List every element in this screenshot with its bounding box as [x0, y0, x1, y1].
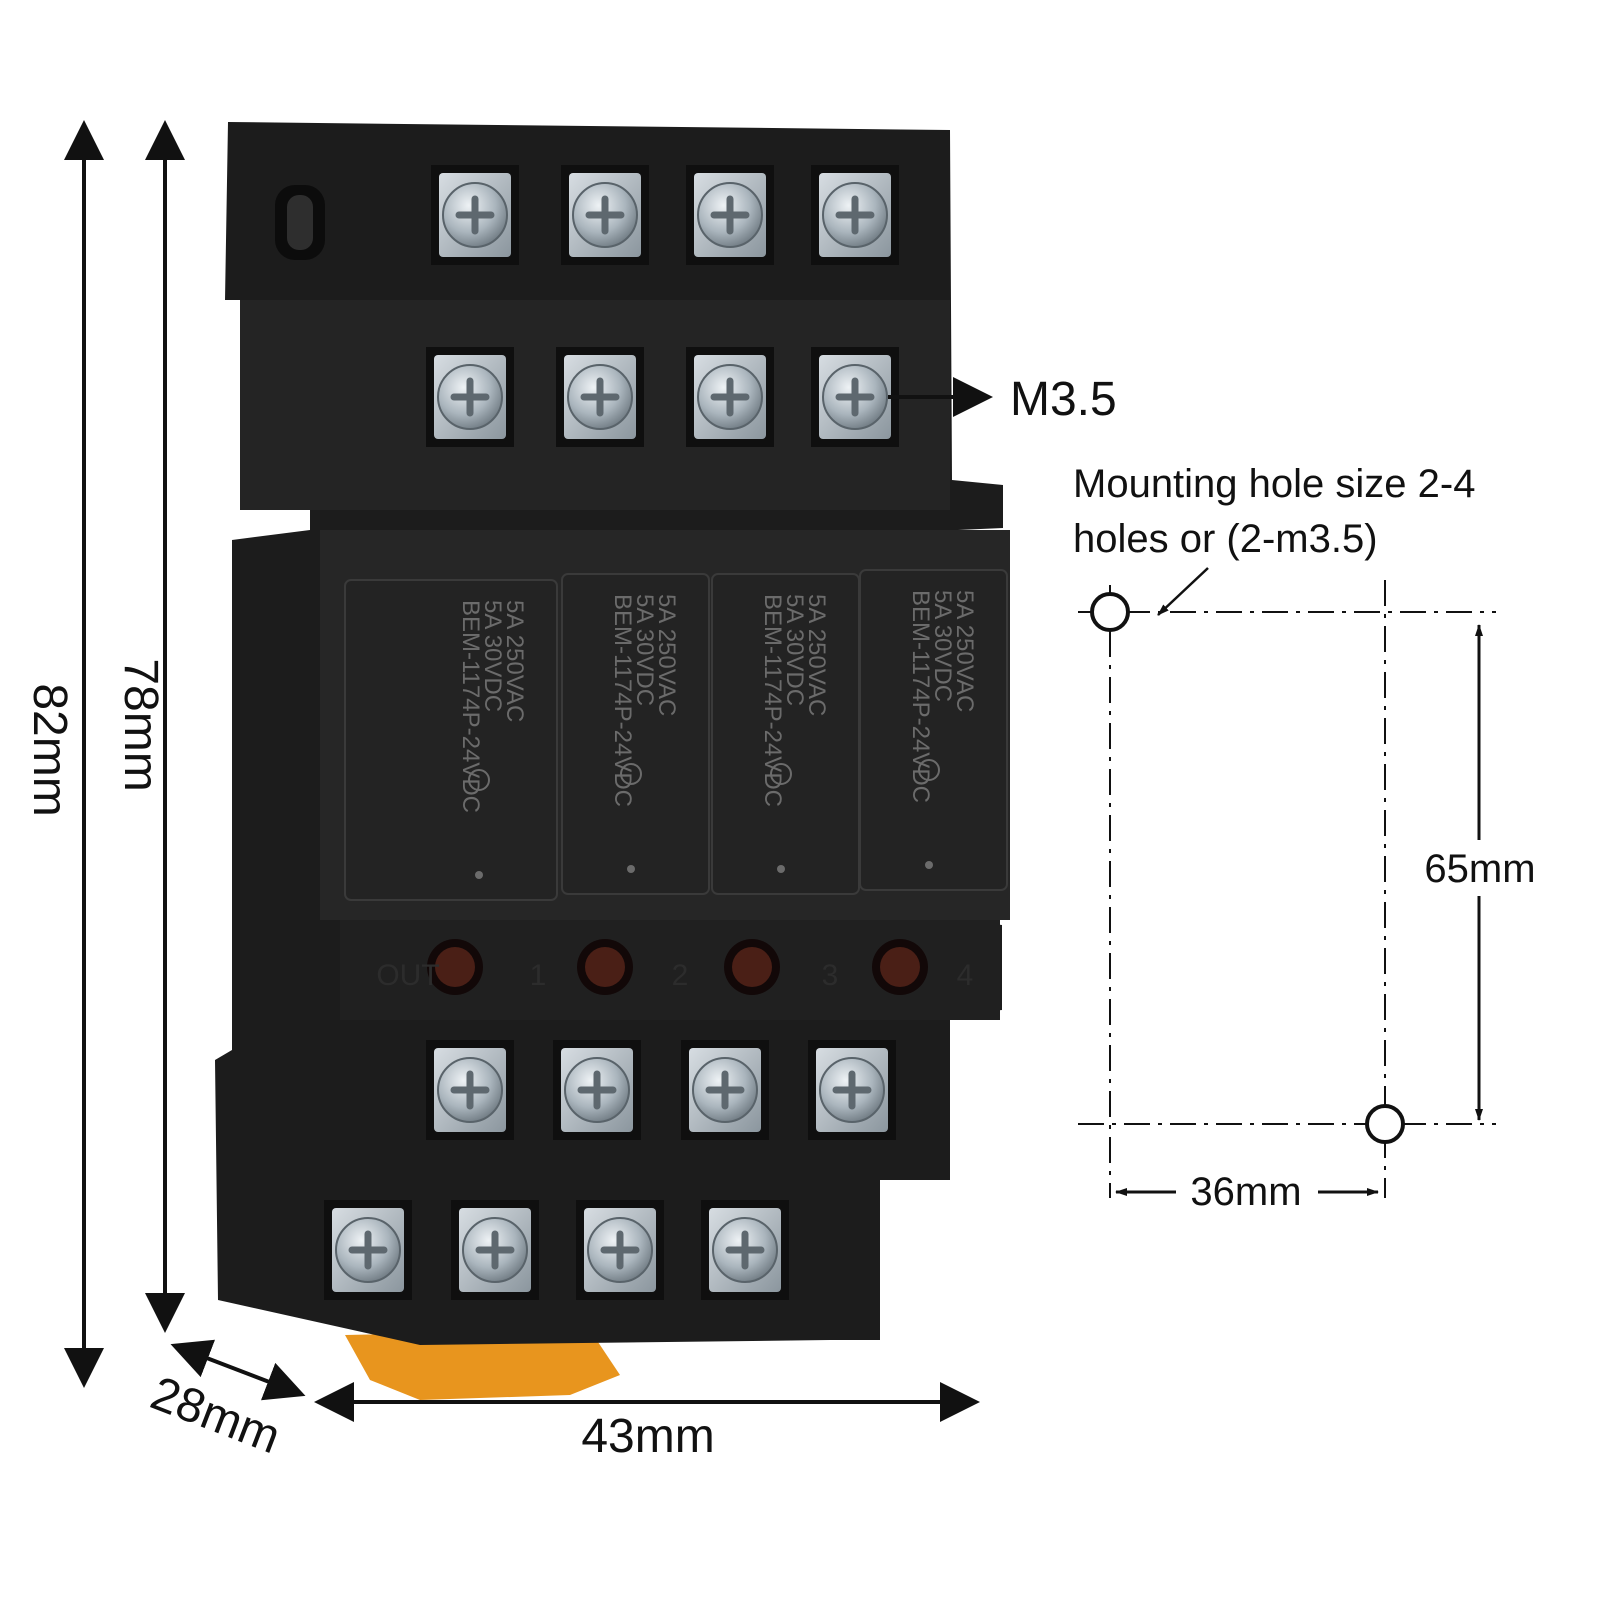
- relay-case: [344, 579, 558, 901]
- relay-coil-symbol-icon: [620, 763, 642, 785]
- relay-print-line-1: 5A 250VAC: [653, 594, 680, 716]
- relay-print-line-3: BEM-1174P-24VDC: [759, 594, 786, 807]
- relay-print-line-3: BEM-1174P-24VDC: [609, 594, 636, 807]
- phillips-cross-icon: [705, 1070, 745, 1110]
- mounting-hole-bottom: [1365, 1104, 1405, 1144]
- phillips-cross-icon: [710, 195, 750, 235]
- terminal-bottom-row-3: [576, 1200, 664, 1300]
- terminal-top-row-4: [811, 165, 899, 265]
- terminal-bottom-row-4: [701, 1200, 789, 1300]
- indicator-leds: OUT 1 2 3 4: [376, 939, 973, 995]
- relay-coil-symbol-icon: [918, 759, 940, 781]
- hole-leader-arrow: [1157, 567, 1209, 616]
- dimension-arrow-28: [170, 1339, 306, 1401]
- dimension-82mm: 82mm: [23, 120, 104, 1388]
- relay-print-line-3: BEM-1174P-24VDC: [907, 590, 934, 803]
- socket-label-1: OUT: [376, 959, 439, 992]
- phillips-cross-icon: [725, 1230, 765, 1270]
- relay-dot-icon: [627, 865, 635, 873]
- socket-label-3: 2: [672, 959, 689, 992]
- relay-print-line-2: 5A 30VDC: [929, 590, 956, 702]
- label-bg-36: [1176, 1166, 1318, 1216]
- mounting-note-line2: holes or (2-m3.5): [1073, 517, 1378, 561]
- indicator-led-4: [880, 947, 920, 987]
- relay-print-line-1: 5A 250VAC: [951, 590, 978, 712]
- mounting-hole-top: [1090, 592, 1130, 632]
- indicator-led-2: [585, 947, 625, 987]
- relay-coil-symbol-icon: [468, 769, 490, 791]
- terminal-top-row-2: [561, 165, 649, 265]
- dimension-label-43mm: 43mm: [581, 1410, 714, 1463]
- phillips-cross-icon: [832, 1070, 872, 1110]
- screw-size-callout: M3.5: [888, 373, 1117, 426]
- phillips-cross-icon: [455, 195, 495, 235]
- relay-print-line-1: 5A 250VAC: [501, 600, 528, 722]
- dimension-43mm: 43mm: [314, 1382, 980, 1463]
- mounting-hole-diagram: Mounting hole size 2-4 holes or (2-m3.5)…: [1073, 462, 1536, 1216]
- relay-case: [859, 569, 1008, 891]
- relay-print-line-3: BEM-1174P-24VDC: [457, 600, 484, 813]
- phillips-cross-icon: [710, 377, 750, 417]
- dimension-label-36mm: 36mm: [1190, 1170, 1301, 1214]
- terminal-third-row-1: [426, 1040, 514, 1140]
- terminal-bottom-row-2: [451, 1200, 539, 1300]
- relay-print-line-1: 5A 250VAC: [803, 594, 830, 716]
- relay-case: [561, 573, 710, 895]
- indicator-led-3: [732, 947, 772, 987]
- relay-print-line-2: 5A 30VDC: [781, 594, 808, 706]
- socket-label-2: 1: [530, 959, 547, 992]
- socket-label-4: 3: [822, 959, 839, 992]
- phillips-cross-icon: [600, 1230, 640, 1270]
- phillips-cross-icon: [835, 195, 875, 235]
- terminal-blocks: [324, 165, 899, 1300]
- relay-print-line-2: 5A 30VDC: [479, 600, 506, 712]
- phillips-cross-icon: [450, 377, 490, 417]
- dimension-label-82mm: 82mm: [23, 683, 76, 816]
- phillips-cross-icon: [835, 377, 875, 417]
- terminal-top-row-3: [686, 165, 774, 265]
- mounting-slot-inner: [287, 195, 313, 250]
- terminal-top-row-1: [431, 165, 519, 265]
- phillips-cross-icon: [577, 1070, 617, 1110]
- relay-dot-icon: [925, 861, 933, 869]
- dimension-label-65mm: 65mm: [1424, 847, 1535, 891]
- terminal-second-row-1: [426, 347, 514, 447]
- phillips-cross-icon: [580, 377, 620, 417]
- terminal-bottom-row-1: [324, 1200, 412, 1300]
- phillips-cross-icon: [585, 195, 625, 235]
- phillips-cross-icon: [475, 1230, 515, 1270]
- relay-dot-icon: [475, 871, 483, 879]
- dimension-label-78mm: 78mm: [114, 658, 167, 791]
- relay-coil-symbol-icon: [770, 763, 792, 785]
- dimension-78mm: 78mm: [114, 120, 185, 1333]
- terminal-third-row-4: [808, 1040, 896, 1140]
- terminal-second-row-3: [686, 347, 774, 447]
- relay-print-line-2: 5A 30VDC: [631, 594, 658, 706]
- phillips-cross-icon: [450, 1070, 490, 1110]
- terminal-second-row-4: [811, 347, 899, 447]
- terminal-third-row-2: [553, 1040, 641, 1140]
- label-bg-65: [1430, 840, 1530, 896]
- screw-size-label: M3.5: [1010, 373, 1117, 426]
- phillips-cross-icon: [348, 1230, 388, 1270]
- terminal-third-row-3: [681, 1040, 769, 1140]
- relay-dot-icon: [777, 865, 785, 873]
- dimension-28mm: 28mm: [144, 1339, 306, 1464]
- mounting-note-line1: Mounting hole size 2-4: [1073, 462, 1475, 506]
- terminal-second-row-2: [556, 347, 644, 447]
- socket-label-5: 4: [957, 959, 974, 992]
- indicator-led-1: [435, 947, 475, 987]
